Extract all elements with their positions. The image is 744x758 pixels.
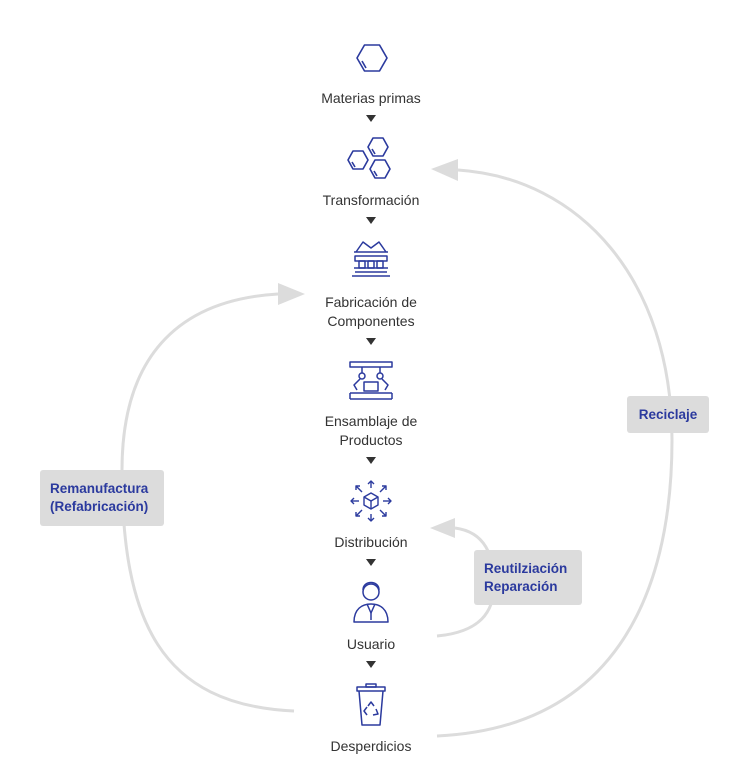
recycling-arrowhead xyxy=(431,159,458,181)
flow-arrow xyxy=(366,457,376,464)
stage-label-ensamblaje: Ensamblaje de Productos xyxy=(324,413,418,448)
loop-badge-reutilizacion: Reutilziación Reparación xyxy=(474,550,582,605)
factory-icon xyxy=(352,241,390,277)
loop-badge-remanufactura: Remanufactura (Refabricación) xyxy=(40,470,164,526)
box-distribution-icon xyxy=(350,480,392,522)
user-icon xyxy=(353,581,389,623)
recycle-bin-icon xyxy=(356,683,386,726)
hexagon-icon xyxy=(356,44,388,72)
stage-label-desperdicios: Desperdicios xyxy=(330,738,412,754)
robotic-arms-icon xyxy=(349,361,393,400)
flow-arrow xyxy=(366,338,376,345)
stage-label-distribucion: Distribución xyxy=(334,534,408,550)
flow-arrow xyxy=(366,115,376,122)
stage-label-materias-primas: Materias primas xyxy=(321,90,421,106)
flow-arrow xyxy=(366,559,376,566)
flow-arrow xyxy=(366,217,376,224)
stage-label-fabricacion: Fabricación de Componentes xyxy=(325,294,417,329)
stage-label-transformacion: Transformación xyxy=(322,192,420,208)
remanufacturing-arrowhead xyxy=(278,283,305,305)
reuse-arrowhead xyxy=(430,518,455,538)
recycling-loop-arrow xyxy=(436,168,674,738)
flow-arrows xyxy=(366,115,376,668)
stage-label-usuario: Usuario xyxy=(346,636,396,652)
hexagon-cluster-icon xyxy=(347,137,391,179)
flow-arrow xyxy=(366,661,376,668)
loop-badge-reciclaje: Reciclaje xyxy=(627,396,709,433)
